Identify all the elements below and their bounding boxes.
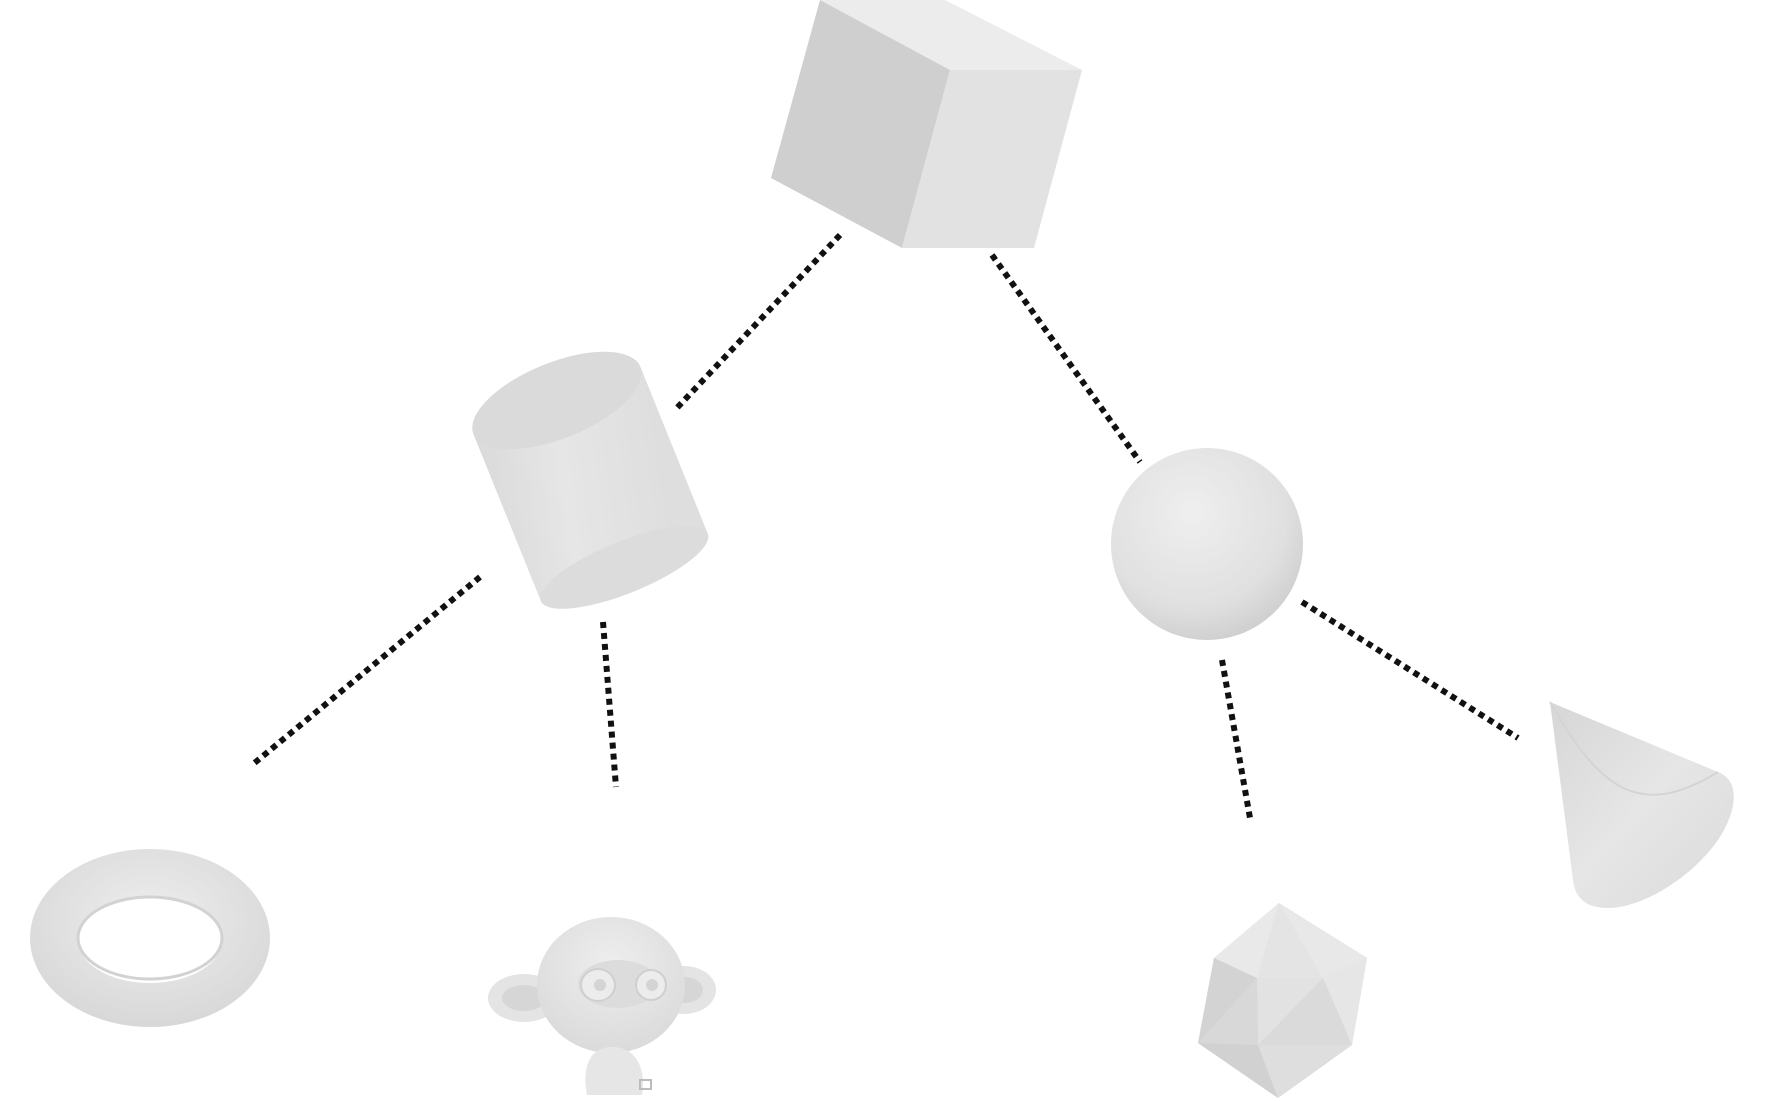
edge-cube-sphere [989,253,1143,464]
torus-icon [30,849,271,1027]
icosphere-icon [1198,903,1367,1098]
monkey-head-icon [488,917,716,1095]
edge-cylinder-torus [250,574,482,768]
edge-cylinder-monkey [600,621,619,788]
edge-cube-cylinder [672,232,843,413]
cone-icon [1549,701,1734,908]
sphere-icon [1111,448,1303,640]
edge-sphere-icosphere [1219,659,1253,819]
edge-sphere-cone [1300,599,1520,741]
cylinder-icon [472,351,709,609]
cube-icon [771,0,1082,248]
edges [250,232,1520,819]
